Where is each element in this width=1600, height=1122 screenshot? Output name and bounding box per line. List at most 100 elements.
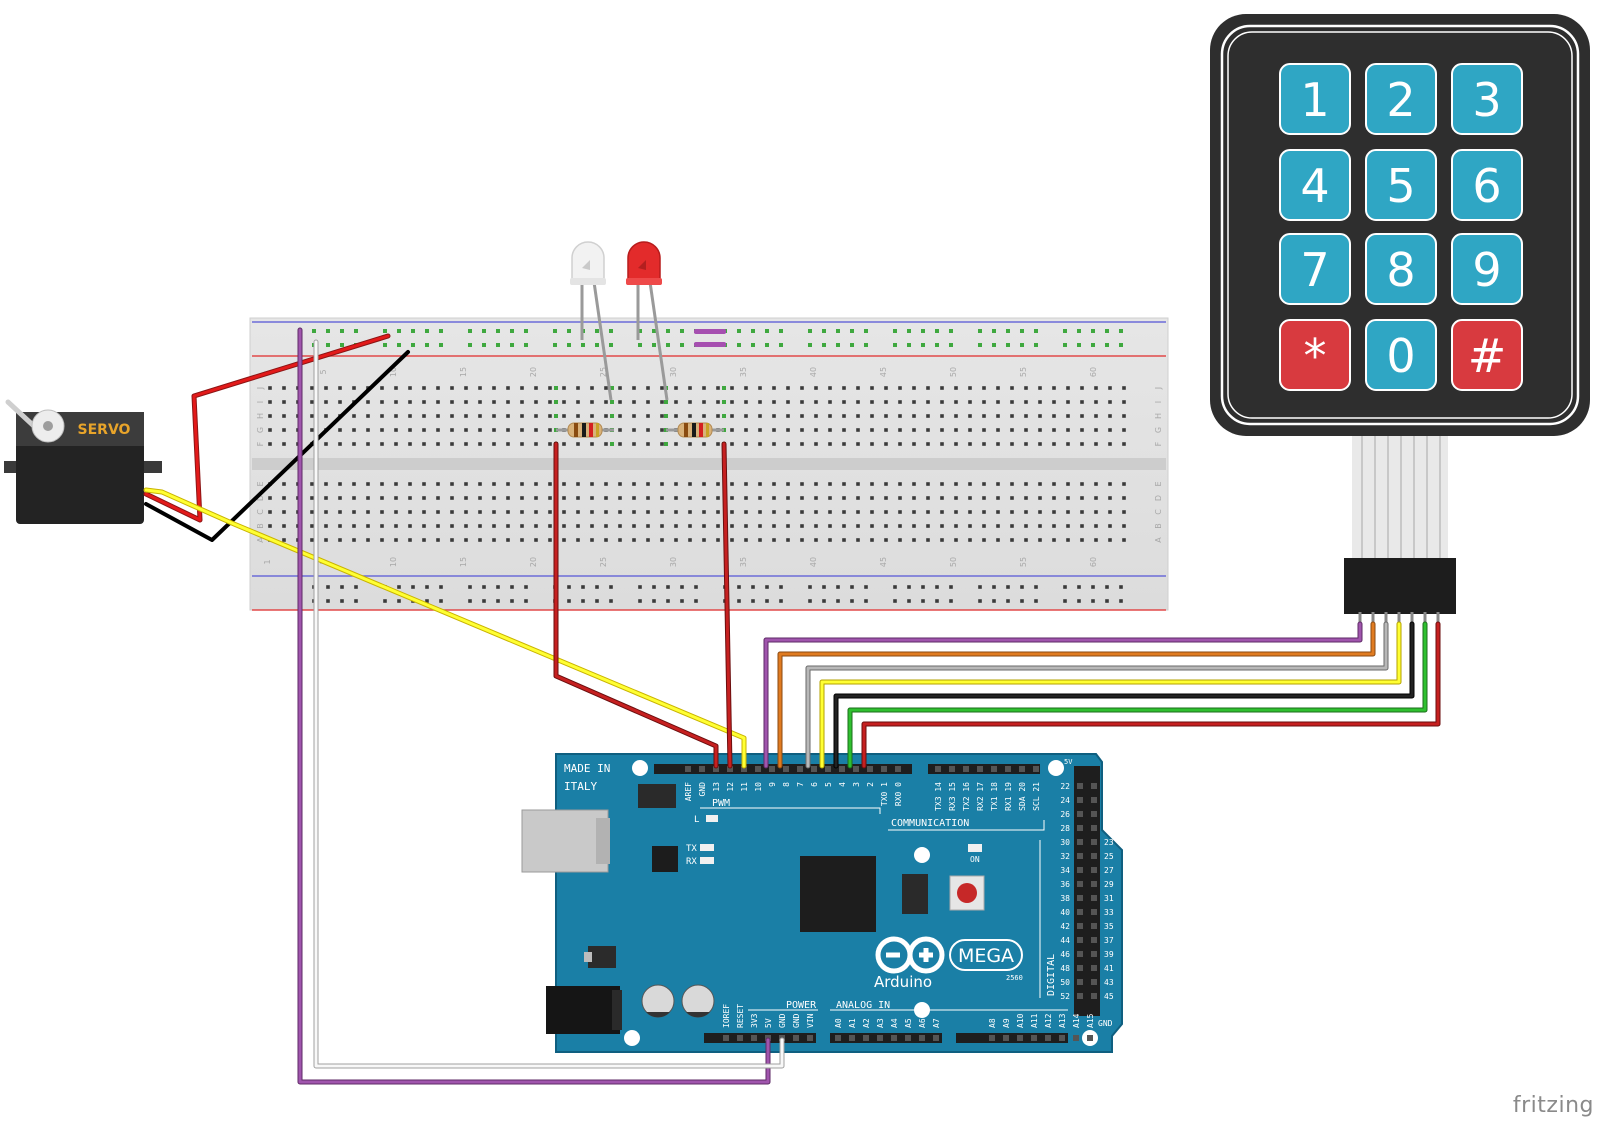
breadboard-hole — [996, 496, 1000, 500]
key-1[interactable]: 1 — [1279, 63, 1351, 135]
breadboard-hole — [786, 414, 790, 418]
breadboard-hole — [282, 482, 286, 486]
key-9[interactable]: 9 — [1451, 233, 1523, 305]
breadboard-hole — [352, 442, 356, 446]
breadboard-hole — [352, 524, 356, 528]
breadboard-hole — [842, 400, 846, 404]
breadboard-hole — [338, 400, 342, 404]
key-star[interactable]: * — [1279, 319, 1351, 391]
breadboard-hole — [898, 400, 902, 404]
made-in-label: MADE IN — [564, 762, 610, 775]
breadboard-hole — [716, 442, 720, 446]
pin-label: 52 — [1060, 992, 1070, 1001]
pin-hole — [1091, 825, 1097, 831]
breadboard-hole — [310, 482, 314, 486]
breadboard-hole — [1038, 496, 1042, 500]
breadboard-hole — [968, 496, 972, 500]
connected-hole — [1091, 329, 1095, 333]
breadboard-hole — [1038, 538, 1042, 542]
breadboard-column-number: 50 — [949, 557, 958, 567]
breadboard-hole — [688, 496, 692, 500]
key-3[interactable]: 3 — [1451, 63, 1523, 135]
key-hash[interactable]: # — [1451, 319, 1523, 391]
breadboard-hole — [268, 496, 272, 500]
breadboard-hole — [926, 482, 930, 486]
breadboard-hole — [912, 524, 916, 528]
breadboard-hole — [548, 496, 552, 500]
breadboard-hole — [520, 496, 524, 500]
breadboard-hole — [548, 524, 552, 528]
key-5[interactable]: 5 — [1365, 149, 1437, 221]
pin-label: A12 — [1044, 1013, 1053, 1028]
breadboard-hole — [408, 482, 412, 486]
breadboard-hole — [590, 510, 594, 514]
connected-hole — [949, 343, 953, 347]
breadboard-hole — [548, 428, 552, 432]
breadboard-hole — [618, 538, 622, 542]
connected-hole — [1119, 343, 1123, 347]
breadboard-hole — [492, 442, 496, 446]
pin-hole — [963, 766, 969, 772]
key-2[interactable]: 2 — [1365, 63, 1437, 135]
breadboard-hole — [618, 524, 622, 528]
breadboard-hole — [324, 496, 328, 500]
breadboard-hole — [366, 400, 370, 404]
breadboard-hole — [492, 510, 496, 514]
breadboard-hole — [912, 400, 916, 404]
connected-hole — [992, 343, 996, 347]
key-8[interactable]: 8 — [1365, 233, 1437, 305]
key-0[interactable]: 0 — [1365, 319, 1437, 391]
breadboard-hole — [604, 386, 608, 390]
breadboard-hole — [646, 538, 650, 542]
breadboard-hole — [716, 510, 720, 514]
pin-hole — [685, 766, 691, 772]
breadboard-hole — [884, 386, 888, 390]
connected-hole — [340, 343, 344, 347]
key-label: 4 — [1300, 159, 1329, 213]
pin-label: A14 — [1072, 1013, 1081, 1028]
key-7[interactable]: 7 — [1279, 233, 1351, 305]
breadboard-hole — [660, 538, 664, 542]
connected-hole — [949, 329, 953, 333]
pin-label: 38 — [1060, 894, 1070, 903]
rail-hole — [949, 599, 953, 603]
pin-hole — [713, 766, 719, 772]
pin-hole — [1091, 839, 1097, 845]
breadboard-hole — [408, 538, 412, 542]
rail-hole — [1105, 585, 1109, 589]
rail-hole — [808, 585, 812, 589]
key-6[interactable]: 6 — [1451, 149, 1523, 221]
pin-label: 28 — [1060, 824, 1070, 833]
rail-hole — [496, 585, 500, 589]
breadboard-hole — [674, 524, 678, 528]
pin-hole — [935, 766, 941, 772]
key-label: 6 — [1472, 159, 1501, 213]
breadboard-hole — [870, 510, 874, 514]
breadboard-hole — [1024, 524, 1028, 528]
breadboard-hole — [1052, 386, 1056, 390]
breadboard-hole — [828, 414, 832, 418]
breadboard-hole — [1080, 510, 1084, 514]
breadboard-hole — [436, 524, 440, 528]
pin-label: 22 — [1060, 782, 1070, 791]
breadboard-hole — [548, 482, 552, 486]
breadboard-hole — [926, 538, 930, 542]
breadboard-hole — [1038, 414, 1042, 418]
breadboard-hole — [506, 386, 510, 390]
pin-label: 48 — [1060, 964, 1070, 973]
header-power — [704, 1033, 816, 1043]
breadboard-hole — [632, 538, 636, 542]
rail-hole — [1006, 599, 1010, 603]
pin-label: 4 — [838, 782, 847, 787]
breadboard-hole — [450, 496, 454, 500]
breadboard-hole — [394, 428, 398, 432]
breadboard-hole — [1052, 538, 1056, 542]
connected-hole — [638, 329, 642, 333]
breadboard-hole — [338, 482, 342, 486]
connected-hole — [595, 343, 599, 347]
breadboard-hole — [842, 386, 846, 390]
breadboard-hole — [730, 482, 734, 486]
usb-port — [521, 809, 609, 873]
key-4[interactable]: 4 — [1279, 149, 1351, 221]
